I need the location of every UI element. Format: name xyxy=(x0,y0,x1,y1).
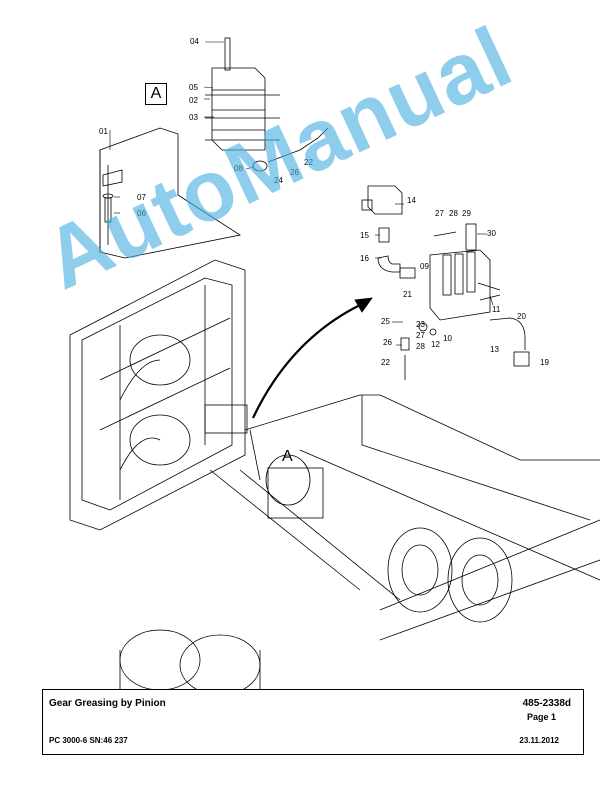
screw-06 xyxy=(102,193,114,223)
fittings-15-16-21 xyxy=(377,227,416,279)
callout-05: 05 xyxy=(189,83,198,92)
callout-01: 01 xyxy=(99,127,108,136)
callout-08: 08 xyxy=(234,164,243,173)
callout-30: 30 xyxy=(487,229,496,238)
callout-28-bottom: 28 xyxy=(416,342,425,351)
callout-24: 24 xyxy=(274,176,283,185)
callout-19: 19 xyxy=(540,358,549,367)
callout-27-top: 27 xyxy=(435,209,444,218)
distributor-09 xyxy=(429,223,501,321)
callout-25: 25 xyxy=(381,317,390,326)
distributor-03 xyxy=(205,37,280,151)
callout-29: 29 xyxy=(462,209,471,218)
callout-09: 09 xyxy=(420,262,429,271)
valve-14 xyxy=(361,185,403,215)
title-block: Gear Greasing by Pinion 485-2338d Page 1… xyxy=(42,689,584,755)
callout-21: 21 xyxy=(403,290,412,299)
callout-22-bottom: 22 xyxy=(381,358,390,367)
page-number: Page 1 xyxy=(526,712,556,722)
callout-06: 06 xyxy=(137,209,146,218)
callout-11: 11 xyxy=(492,305,501,314)
callout-26: 26 xyxy=(290,168,299,177)
callout-14: 14 xyxy=(407,196,416,205)
bracket-01 xyxy=(99,127,242,259)
small-parts xyxy=(400,322,437,380)
callout-10: 10 xyxy=(443,334,452,343)
callout-26-bottom: 26 xyxy=(383,338,392,347)
callout-13: 13 xyxy=(490,345,499,354)
callout-27-bottom: 27 xyxy=(416,331,425,340)
detail-a-label: A xyxy=(282,448,293,465)
document-number: 485-2338d xyxy=(522,698,571,709)
callout-22-top: 22 xyxy=(304,158,313,167)
callout-23: 23 xyxy=(416,320,425,329)
callout-02: 02 xyxy=(189,96,198,105)
callout-28-top: 28 xyxy=(449,209,458,218)
parts-drawing xyxy=(69,37,601,690)
fittings-19-20 xyxy=(489,317,530,367)
leader-lines xyxy=(109,41,494,346)
callout-20: 20 xyxy=(517,312,526,321)
callout-16: 16 xyxy=(360,254,369,263)
document-title: Gear Greasing by Pinion xyxy=(49,698,166,709)
detail-a-box: A xyxy=(145,83,167,105)
arrowhead xyxy=(354,297,373,313)
callout-12: 12 xyxy=(431,340,440,349)
machine-frame xyxy=(69,259,601,690)
callout-04: 04 xyxy=(190,37,199,46)
detail-arrow xyxy=(252,304,361,419)
callout-15: 15 xyxy=(360,231,369,240)
model-serial: PC 3000-6 SN:46 237 xyxy=(49,736,128,745)
callout-03: 03 xyxy=(189,113,198,122)
callout-07: 07 xyxy=(137,193,146,202)
fitting-08 xyxy=(252,127,329,172)
document-date: 23.11.2012 xyxy=(519,736,559,745)
